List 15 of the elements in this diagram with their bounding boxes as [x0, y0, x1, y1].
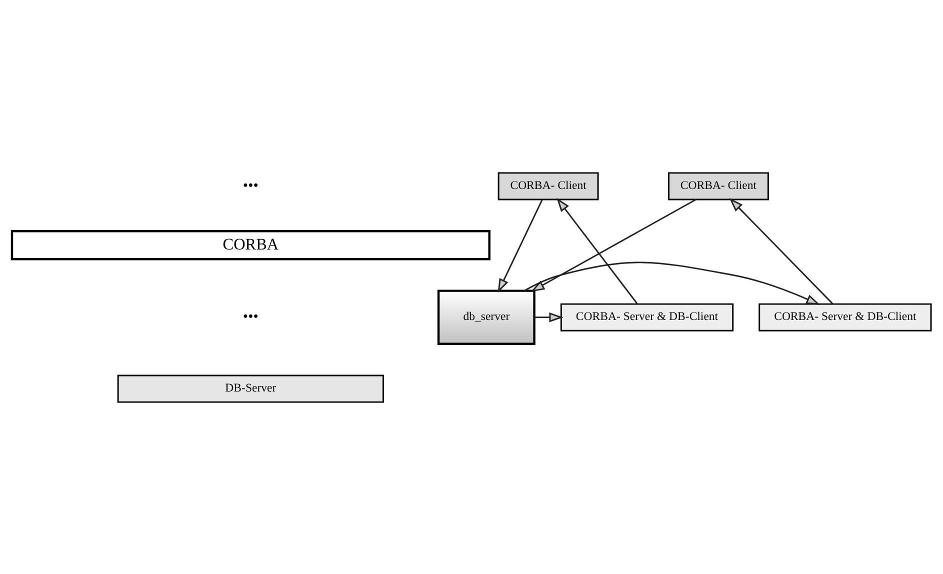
arrow	[556, 197, 638, 304]
node-box: db_server	[437, 289, 536, 344]
arrow	[524, 261, 820, 304]
node-box: CORBA- Server & DB-Client	[560, 302, 734, 331]
arrow	[498, 198, 543, 292]
label: •••	[242, 177, 258, 194]
arrow	[534, 312, 564, 322]
arrow	[530, 198, 696, 292]
node-box: DB-Server	[117, 374, 384, 402]
node-box: CORBA- Server & DB-Client	[758, 302, 932, 331]
label: •••	[242, 308, 258, 325]
node-box: CORBA- Client	[668, 172, 769, 200]
node-box: CORBA	[10, 230, 490, 260]
arrow	[729, 198, 834, 304]
node-box: CORBA- Client	[498, 172, 599, 200]
